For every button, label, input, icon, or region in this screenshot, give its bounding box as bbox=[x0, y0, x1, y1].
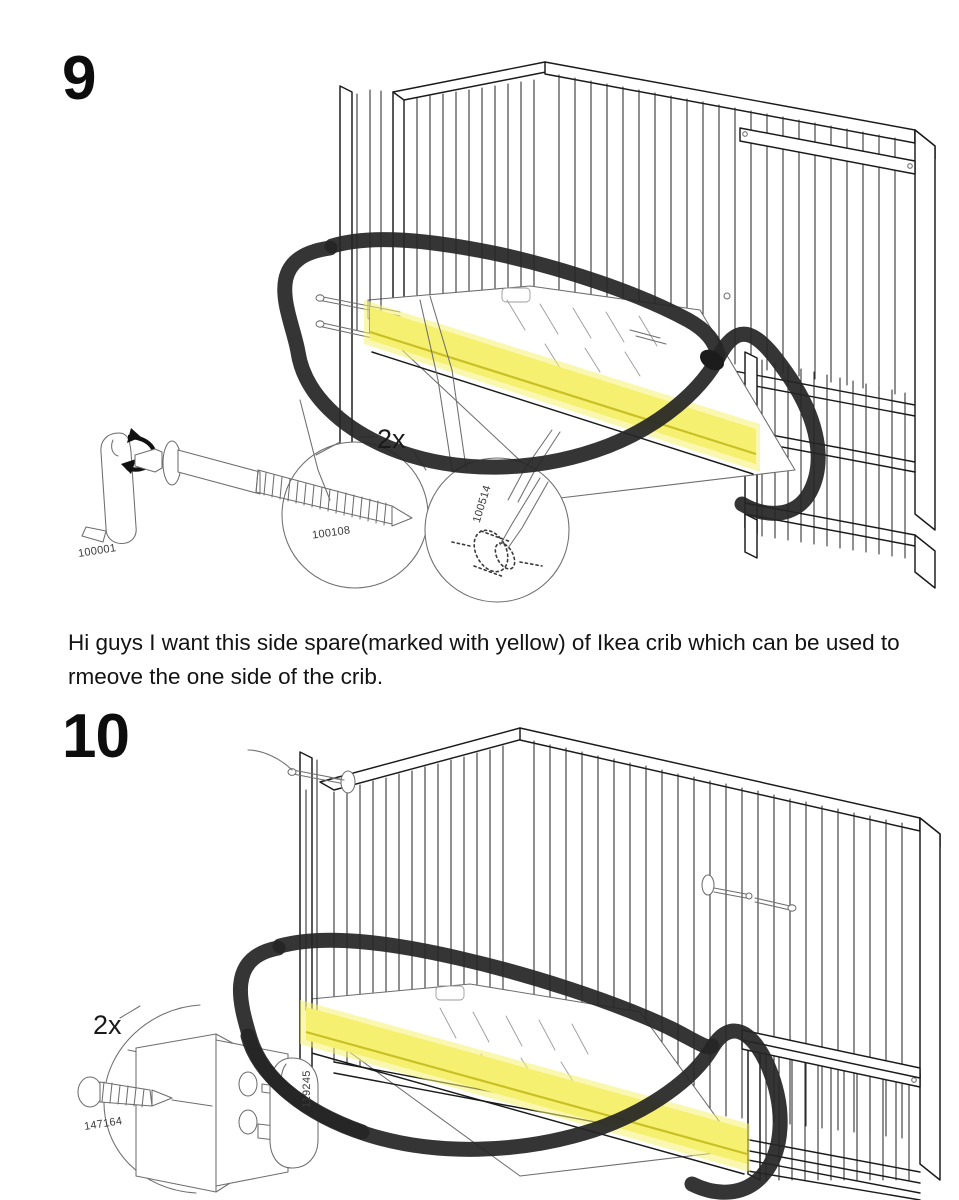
step-number-10: 10 bbox=[62, 702, 130, 771]
quantity-label-step9: 2x bbox=[377, 424, 406, 454]
bracket-fitting-step10 bbox=[701, 874, 797, 912]
wood-screw-icon bbox=[77, 1076, 213, 1108]
screw-insert-top-left-step10 bbox=[247, 749, 356, 794]
bracket-fitting-icon bbox=[135, 1033, 319, 1193]
marker-ellipse-annotation-step9 bbox=[277, 232, 826, 521]
hex-key-icon bbox=[81, 428, 157, 544]
quantity-label-step10: 2x bbox=[93, 1010, 122, 1040]
long-bolt-icon bbox=[134, 440, 413, 527]
cam-lock-dowel-icon bbox=[451, 477, 549, 578]
step-number-9: 9 bbox=[62, 44, 96, 113]
user-caption-text: Hi guys I want this side spare(marked wi… bbox=[68, 630, 900, 689]
part-number-119245: 119245 bbox=[301, 1070, 313, 1108]
marker-ellipse-annotation-step10 bbox=[232, 932, 788, 1200]
yellow-highlight-step10 bbox=[300, 1000, 750, 1172]
